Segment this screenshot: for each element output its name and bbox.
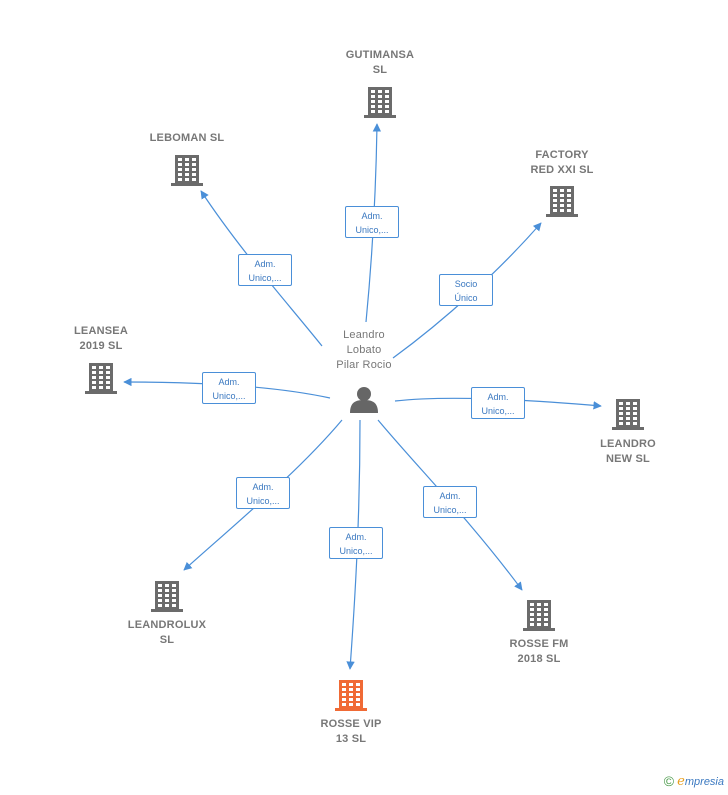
role-label-line: Unico,...	[212, 391, 246, 401]
brand-logo-initial: e	[677, 774, 685, 789]
company-name-line: FACTORY	[535, 149, 589, 161]
role-label-line: Adm.	[254, 259, 276, 269]
company-name-leboman[interactable]: LEBOMAN SL	[117, 131, 257, 146]
role-label-line: Adm.	[361, 211, 383, 221]
building-icon[interactable]	[364, 87, 396, 118]
company-name-leandro-new[interactable]: LEANDRO NEW SL	[558, 437, 698, 467]
company-name-line: SL	[159, 634, 175, 646]
center-name-line: Pilar Rocio	[336, 359, 392, 371]
building-icon[interactable]	[335, 680, 367, 711]
role-label-line: Unico,...	[355, 225, 389, 235]
company-name-line: NEW SL	[606, 453, 650, 465]
company-name-leansea[interactable]: LEANSEA 2019 SL	[31, 324, 171, 354]
company-name-line: 13 SL	[335, 733, 367, 745]
role-label-gutimansa[interactable]: Adm. Unico,...	[345, 206, 399, 238]
company-name-line: ROSSE FM	[509, 638, 569, 650]
company-name-gutimansa[interactable]: GUTIMANSA SL	[310, 48, 450, 78]
company-name-line: LEANSEA	[74, 325, 128, 337]
role-label-leandrolux[interactable]: Adm. Unico,...	[236, 477, 290, 509]
role-label-rosse-vip[interactable]: Adm. Unico,...	[329, 527, 383, 559]
company-name-line: GUTIMANSA	[345, 49, 415, 61]
building-icon[interactable]	[612, 399, 644, 430]
company-name-rosse-vip[interactable]: ROSSE VIP 13 SL	[281, 717, 421, 747]
role-label-line: Adm.	[487, 392, 509, 402]
company-name-line: RED XXI SL	[530, 164, 594, 176]
building-icon[interactable]	[523, 600, 555, 631]
company-name-leandrolux[interactable]: LEANDROLUX SL	[97, 618, 237, 648]
company-name-line: 2019 SL	[79, 340, 123, 352]
footer-brand[interactable]: © empresia	[664, 773, 724, 789]
role-label-line: Unico,...	[246, 496, 280, 506]
center-name-line: Lobato	[346, 344, 382, 356]
company-name-line: ROSSE VIP	[320, 718, 382, 730]
company-name-line: LEBOMAN SL	[149, 132, 225, 144]
brand-name: mpresia	[684, 776, 724, 788]
role-label-line: Unico,...	[481, 406, 515, 416]
role-label-leandro-new[interactable]: Adm. Unico,...	[471, 387, 525, 419]
building-icon[interactable]	[85, 363, 117, 394]
role-label-rosse-fm[interactable]: Adm. Unico,...	[423, 486, 477, 518]
company-name-line: LEANDROLUX	[127, 619, 207, 631]
role-label-line: Unico,...	[433, 505, 467, 515]
center-name-line: Leandro	[343, 329, 385, 341]
role-label-line: Unico,...	[339, 546, 373, 556]
building-icon[interactable]	[151, 581, 183, 612]
role-label-leboman[interactable]: Adm. Unico,...	[238, 254, 292, 286]
company-name-factory[interactable]: FACTORY RED XXI SL	[492, 148, 632, 178]
company-name-line: LEANDRO	[600, 438, 656, 450]
building-icon[interactable]	[171, 155, 203, 186]
role-label-line: Socio	[454, 279, 478, 289]
building-icon[interactable]	[546, 186, 578, 217]
role-label-leansea[interactable]: Adm. Unico,...	[202, 372, 256, 404]
company-name-rosse-fm[interactable]: ROSSE FM 2018 SL	[469, 637, 609, 667]
role-label-line: Único	[454, 293, 478, 303]
role-label-line: Adm.	[345, 532, 367, 542]
role-label-line: Adm.	[218, 377, 240, 387]
role-label-line: Adm.	[439, 491, 461, 501]
role-label-line: Unico,...	[248, 273, 282, 283]
company-name-line: 2018 SL	[517, 653, 561, 665]
company-name-line: SL	[372, 64, 388, 76]
role-label-line: Adm.	[252, 482, 274, 492]
person-icon[interactable]	[350, 387, 378, 413]
copyright-symbol: ©	[663, 773, 675, 789]
